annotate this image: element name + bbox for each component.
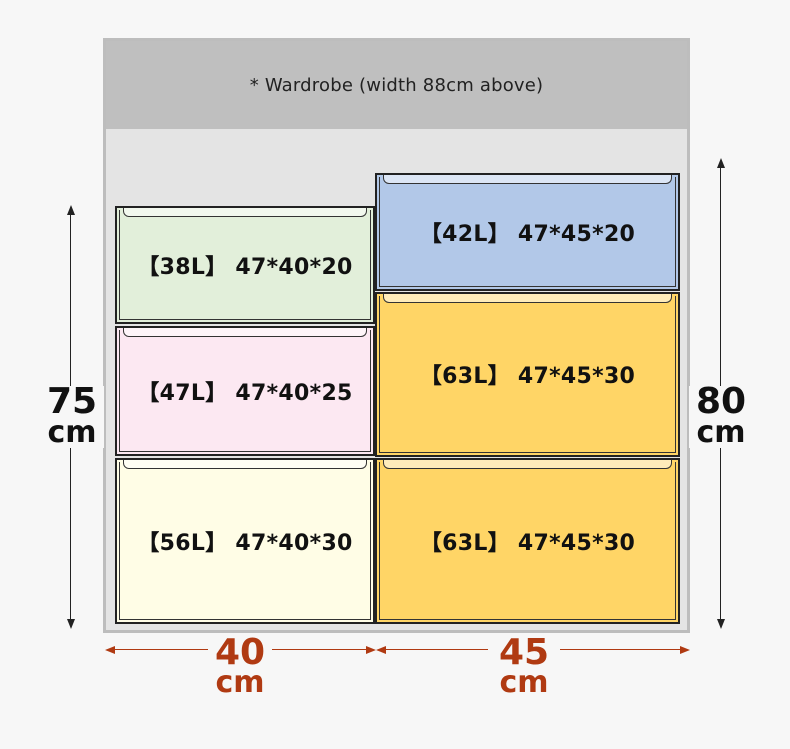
drawer-label: 【63L】 47*45*30: [419, 364, 636, 389]
drawer-47l[interactable]: 【47L】 47*40*25: [115, 326, 375, 456]
drawer-front: 【63L】 47*45*30: [379, 294, 676, 453]
drawer-front: 【38L】 47*40*20: [119, 208, 371, 320]
arrow-up-icon: [717, 158, 725, 168]
drawer-label: 【47L】 47*40*25: [137, 380, 353, 406]
left-height-value: 75: [46, 381, 98, 422]
drawer-label: 【42L】 47*45*20: [419, 221, 636, 247]
drawer-front: 【63L】 47*45*30: [379, 460, 676, 620]
right-width-value: 45: [498, 632, 550, 673]
arrow-right-icon: [366, 646, 376, 654]
right-height-unit: cm: [696, 415, 746, 450]
arrow-up-icon: [67, 205, 75, 215]
drawer-label: 【38L】 47*40*20: [137, 254, 353, 280]
drawer-63l-lower[interactable]: 【63L】 47*45*30: [375, 458, 680, 624]
left-height-unit: cm: [47, 415, 97, 450]
drawer-handle: [123, 328, 367, 337]
left-height-label: 75 cm: [40, 381, 104, 450]
drawer-handle: [383, 460, 672, 469]
arrow-right-icon: [680, 646, 690, 654]
left-width-unit: cm: [215, 665, 265, 700]
drawer-handle: [123, 460, 367, 469]
left-width-value: 40: [214, 632, 266, 673]
drawer-handle: [123, 208, 367, 217]
drawer-front: 【47L】 47*40*25: [119, 328, 371, 452]
drawer-42l[interactable]: 【42L】 47*45*20: [375, 173, 680, 291]
drawer-38l[interactable]: 【38L】 47*40*20: [115, 206, 375, 324]
arrow-down-icon: [67, 619, 75, 629]
drawer-handle: [383, 294, 672, 303]
right-height-value: 80: [695, 381, 747, 422]
drawer-handle: [383, 175, 672, 184]
right-width-unit: cm: [499, 665, 549, 700]
arrow-down-icon: [717, 619, 725, 629]
right-width-label: 45 cm: [488, 632, 560, 700]
left-width-label: 40 cm: [208, 632, 272, 700]
drawer-front: 【56L】 47*40*30: [119, 460, 371, 620]
drawer-label: 【63L】 47*45*30: [419, 530, 636, 556]
arrow-left-icon: [105, 646, 115, 654]
drawer-63l-upper[interactable]: 【63L】 47*45*30: [375, 292, 680, 457]
arrow-left-icon: [376, 646, 386, 654]
right-height-label: 80 cm: [689, 381, 753, 450]
drawer-56l[interactable]: 【56L】 47*40*30: [115, 458, 375, 624]
wardrobe-note: * Wardrobe (width 88cm above): [106, 41, 687, 129]
drawer-front: 【42L】 47*45*20: [379, 175, 676, 287]
drawer-label: 【56L】 47*40*30: [137, 530, 353, 556]
